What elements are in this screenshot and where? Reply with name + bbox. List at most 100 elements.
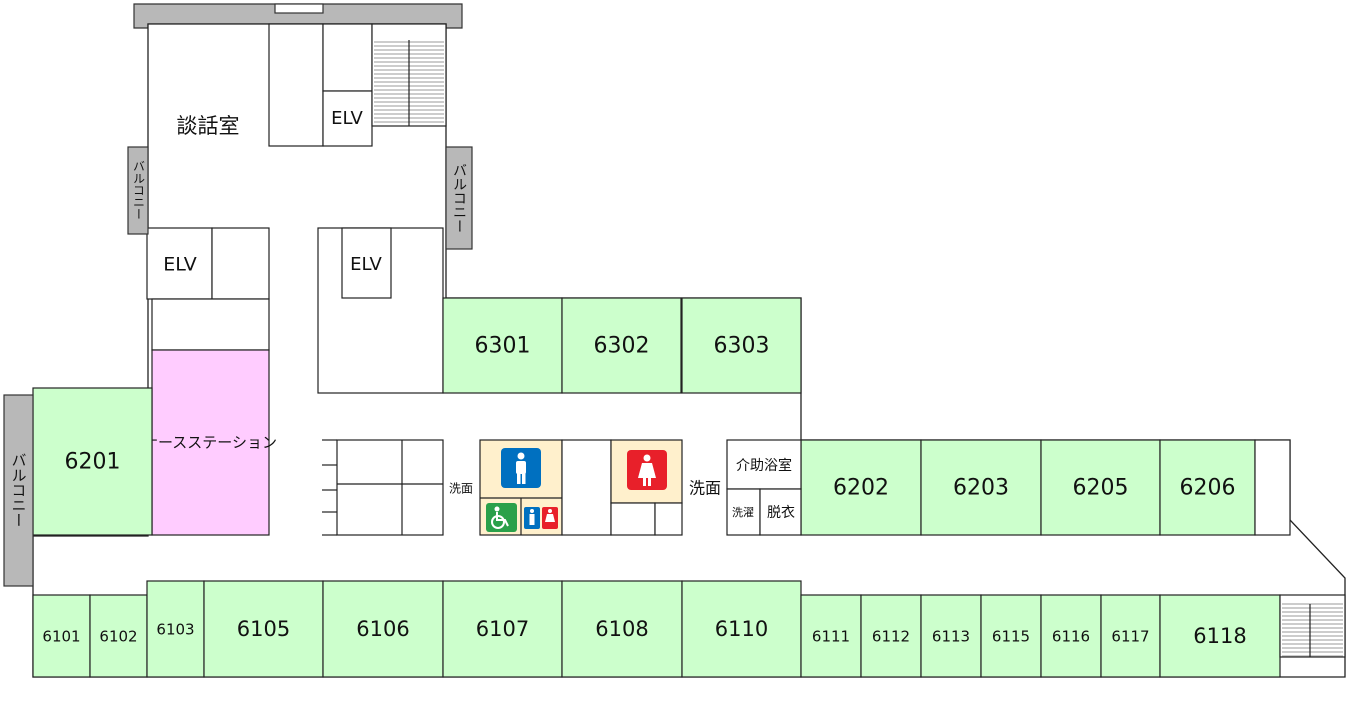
ward-room xyxy=(442,580,563,678)
elevator-top-label: ELV xyxy=(331,108,363,129)
ward-number: 6206 xyxy=(1180,476,1236,501)
ward-6108: 6108 xyxy=(561,580,683,678)
ward-room xyxy=(322,580,444,678)
ward-number: 6205 xyxy=(1073,476,1129,501)
nurse-station xyxy=(151,349,270,536)
roof-notch xyxy=(274,3,324,14)
ward-number: 6113 xyxy=(932,628,970,646)
ward-6106: 6106 xyxy=(322,580,444,678)
ward-number: 6118 xyxy=(1193,624,1246,648)
washroom-left-label: 洗面 xyxy=(449,482,473,496)
core-room-a xyxy=(268,23,324,147)
balcony-left-lower-label: バルコニー xyxy=(10,453,28,528)
ward-room xyxy=(1159,439,1256,536)
ward-room xyxy=(561,580,683,678)
ward-number: 6108 xyxy=(595,617,648,641)
ward-room xyxy=(800,439,922,536)
ward-number: 6202 xyxy=(833,476,889,501)
stair-top xyxy=(371,23,447,127)
ward-6101: 6101 xyxy=(32,594,91,678)
ward-6117: 6117 xyxy=(1100,594,1161,678)
ward-6303: 6303 xyxy=(681,297,802,394)
ward-number: 6105 xyxy=(237,617,290,641)
ward-6115: 6115 xyxy=(980,594,1042,678)
ward-6202: 6202 xyxy=(800,439,922,536)
ward-number: 6102 xyxy=(99,628,137,646)
ward-6118: 6118 xyxy=(1159,594,1281,678)
ward-number: 6112 xyxy=(872,628,910,646)
ward-room xyxy=(681,297,802,394)
ward-6105: 6105 xyxy=(203,580,324,678)
corridor-left-box xyxy=(151,298,270,351)
ward-number: 6103 xyxy=(156,621,194,639)
stair-bottom xyxy=(1279,594,1346,658)
ward-room xyxy=(681,580,802,678)
ward-room xyxy=(800,594,862,678)
washroom-right-label: 洗面 xyxy=(689,479,721,498)
wards-bottom: 6101 6102 6103 6105 6106 6107 6108 6110 6111 6112… xyxy=(32,580,1281,678)
elevator-left-label: ELV xyxy=(163,254,197,276)
ward-room xyxy=(32,594,91,678)
balcony-right-upper xyxy=(445,146,473,250)
balcony-left-upper xyxy=(127,146,149,235)
assisted-bath-label: 介助浴室 xyxy=(736,457,792,474)
core-room-b xyxy=(322,23,373,92)
elevator-top xyxy=(322,90,373,147)
ward-room xyxy=(980,594,1042,678)
ward-6107: 6107 xyxy=(442,580,563,678)
ward-number: 6201 xyxy=(65,450,121,475)
ward-room xyxy=(561,297,682,394)
balcony-left-upper-label: バルコニー xyxy=(132,160,146,220)
ward-room xyxy=(1040,594,1102,678)
ward-number: 6117 xyxy=(1111,628,1149,646)
ward-room xyxy=(920,439,1042,536)
ward-number: 6115 xyxy=(992,628,1030,646)
ward-6103: 6103 xyxy=(146,580,205,678)
ward-6206: 6206 xyxy=(1159,439,1256,536)
storage-blocks xyxy=(322,439,444,536)
ward-number: 6303 xyxy=(714,334,770,359)
ward-number: 6107 xyxy=(476,617,529,641)
ward-6301: 6301 xyxy=(442,297,563,394)
wheelchair-icon xyxy=(486,503,517,532)
ward-6201-group: 6201 xyxy=(32,387,153,536)
changing-room xyxy=(759,488,802,536)
elevator-mid-label: ELV xyxy=(350,254,382,275)
ward-6112: 6112 xyxy=(860,594,922,678)
ward-room xyxy=(32,387,153,536)
ward-6203: 6203 xyxy=(920,439,1042,536)
elevator-left xyxy=(146,227,213,300)
elevator-left-shaft xyxy=(211,227,270,300)
male-toilet-icon xyxy=(501,448,541,488)
ward-6102: 6102 xyxy=(89,594,148,678)
ward-number: 6111 xyxy=(812,628,850,646)
ward-room xyxy=(442,297,563,394)
ward-number: 6101 xyxy=(42,628,80,646)
family-toilet-icon xyxy=(524,507,558,529)
ward-room xyxy=(203,580,324,678)
lounge-label: 談話室 xyxy=(177,114,240,138)
ward-room xyxy=(1040,439,1161,536)
balcony-right-upper-label: バルコニー xyxy=(451,163,467,233)
ward-6111: 6111 xyxy=(800,594,862,678)
ward-number: 6106 xyxy=(356,617,409,641)
ward-number: 6301 xyxy=(475,334,531,359)
wards-top: 6301 6302 6303 xyxy=(442,297,802,394)
nurse-station-label: ナースステーション xyxy=(143,434,277,452)
wards-mid: 6202 6203 6205 6206 xyxy=(800,439,1256,536)
ward-6110: 6110 xyxy=(681,580,802,678)
ward-number: 6203 xyxy=(953,476,1009,501)
ward-6201: 6201 xyxy=(32,387,153,536)
ward-number: 6302 xyxy=(594,334,650,359)
ward-room xyxy=(860,594,922,678)
ward-room xyxy=(1159,594,1281,678)
ward-6116: 6116 xyxy=(1040,594,1102,678)
room-end-right xyxy=(1254,439,1291,536)
laundry-label: 洗濯 xyxy=(732,506,754,519)
ward-6302: 6302 xyxy=(561,297,682,394)
ward-6205: 6205 xyxy=(1040,439,1161,536)
balcony-left-lower xyxy=(3,394,34,587)
ward-room xyxy=(1100,594,1161,678)
ward-number: 6116 xyxy=(1052,628,1090,646)
